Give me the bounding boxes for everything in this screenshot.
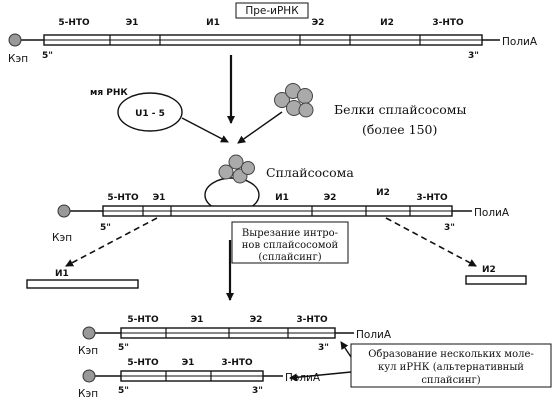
- alt-box-frame: [350, 343, 552, 388]
- complex-seg-5nto: 5-НТО: [107, 193, 139, 203]
- proteins-line2: (более 150): [362, 122, 437, 137]
- pre-seg-3nto: 3-НТО: [432, 18, 464, 28]
- excision-line2: нов сплайсосомой: [242, 240, 339, 251]
- excised-right-label: И2: [482, 265, 496, 275]
- complex-seg-e1: Э1: [153, 193, 166, 203]
- mrna1-seg-e2: Э2: [250, 315, 263, 325]
- complex-strand: Кэп 5-НТО Э1 И1 Э2 И2 3-НТО 5" 3" ПолиА: [52, 188, 510, 244]
- excised-left-bar: [26, 279, 139, 289]
- snrna-ellipse: [117, 92, 183, 132]
- mrna1-seg-3nto: 3-НТО: [296, 315, 328, 325]
- spliceosome-proteins: Белки сплайсосомы (более 150): [274, 83, 466, 137]
- cap-icon: [57, 204, 71, 218]
- mrna1-cap-label: Кэп: [78, 345, 98, 357]
- complex-five-prime: 5": [100, 223, 111, 233]
- excised-intron-left: И1: [26, 269, 139, 289]
- complex-polya-label: ПолиА: [474, 207, 510, 219]
- snrna-label: U1 - 5: [135, 109, 165, 119]
- alt-line2: кул иРНК (альтернативный: [378, 362, 524, 373]
- complex-cap-label: Кэп: [52, 232, 72, 244]
- pre-seg-5nto: 5-НТО: [58, 18, 90, 28]
- arrow-snrna: [181, 117, 229, 143]
- pre-mrna-title: Пре-иРНК: [245, 5, 299, 17]
- cap-icon: [82, 369, 96, 383]
- snrna-prefix: мя РНК: [90, 88, 128, 98]
- pre-mrna-title-box: [235, 2, 309, 19]
- mrna-1: Кэп 5-НТО Э1 Э2 3-НТО 5" 3" ПолиА: [78, 315, 392, 357]
- excision-line1: Вырезание интро-: [242, 228, 338, 239]
- arrow-excise-left: [65, 217, 158, 267]
- alt-line1: Образование нескольких моле-: [368, 349, 534, 360]
- mrna2-seg-e1: Э1: [182, 358, 195, 368]
- spliceosome: Сплайсосома: [204, 154, 354, 213]
- mrna2-five-prime: 5": [118, 386, 129, 396]
- complex-seg-3nto: 3-НТО: [416, 193, 448, 203]
- mrna2-seg-3nto: 3-НТО: [221, 358, 253, 368]
- pre-mrna: Пре-иРНК Кэп 5-НТО Э1 И1 Э2 И2 3-НТО 5" …: [8, 2, 538, 65]
- mrna1-five-prime: 5": [118, 343, 129, 353]
- pre-three-prime: 3": [468, 51, 479, 61]
- pre-seg-e2: Э2: [312, 18, 325, 28]
- mrna1-seg-e1: Э1: [191, 315, 204, 325]
- mrna2-cap-label: Кэп: [78, 388, 98, 400]
- complex-seg-i2: И2: [376, 188, 390, 198]
- proteins-line1: Белки сплайсосомы: [334, 102, 466, 117]
- complex-seg-i1: И1: [275, 193, 289, 203]
- complex-seg-e2: Э2: [324, 193, 337, 203]
- arrow-alt-up: [340, 341, 352, 358]
- spliceosome-label: Сплайсосома: [266, 165, 354, 180]
- mrna1-three-prime: 3": [318, 343, 329, 353]
- pre-seg-e1: Э1: [126, 18, 139, 28]
- cap-icon: [82, 326, 96, 340]
- mrna2-seg-5nto: 5-НТО: [127, 358, 159, 368]
- excised-right-bar: [465, 275, 527, 285]
- arrow-proteins: [237, 111, 283, 144]
- pre-seg-i1: И1: [206, 18, 220, 28]
- excision-box: Вырезание интро- нов сплайсосомой (сплай…: [231, 221, 349, 264]
- excised-left-label: И1: [55, 269, 69, 279]
- mrna1-seg-5nto: 5-НТО: [127, 315, 159, 325]
- complex-three-prime: 3": [444, 223, 455, 233]
- arrow-alt-down: [289, 371, 352, 382]
- excision-line3: (сплайсинг): [258, 252, 321, 263]
- cap-icon: [8, 33, 22, 47]
- pre-five-prime: 5": [42, 51, 53, 61]
- cap-label: Кэп: [8, 53, 28, 65]
- alt-line3: сплайсинг): [421, 375, 480, 386]
- excised-intron-right: И2: [465, 265, 527, 285]
- mrna1-polya-label: ПолиА: [356, 329, 392, 341]
- mrna-2: Кэп 5-НТО Э1 3-НТО 5" 3" ПолиА: [78, 358, 321, 400]
- polya-label: ПолиА: [502, 36, 538, 48]
- arrow-excise-right: [385, 217, 477, 267]
- pre-seg-i2: И2: [380, 18, 394, 28]
- mrna2-three-prime: 3": [252, 386, 263, 396]
- snrna: мя РНК U1 - 5: [90, 88, 183, 132]
- alt-splicing-box: Образование нескольких моле- кул иРНК (а…: [350, 343, 552, 388]
- excision-box-frame: [231, 221, 349, 264]
